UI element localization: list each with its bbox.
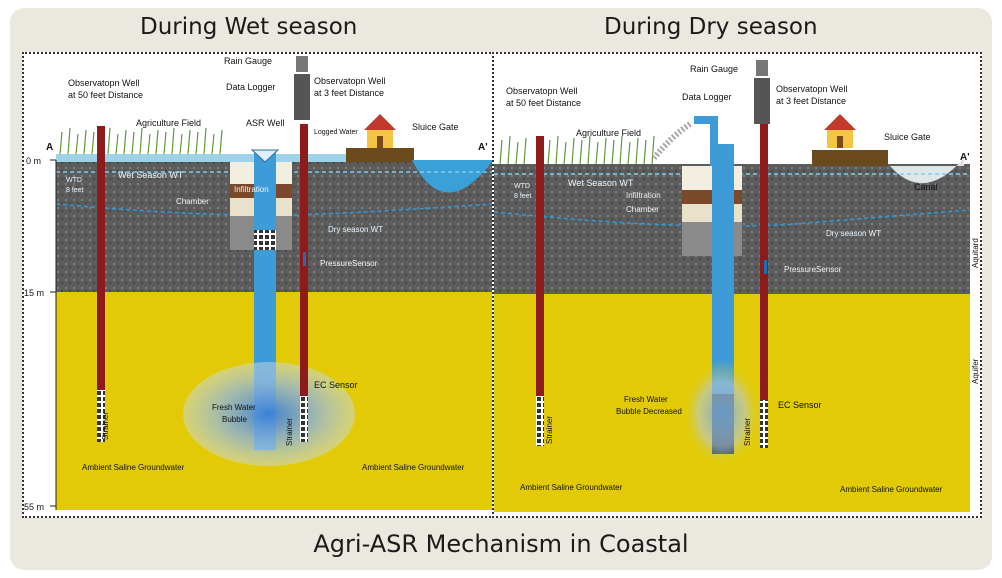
pressure-sensor-marker: [303, 252, 306, 266]
house-icon: [824, 114, 856, 148]
dry-season-wt-line: [55, 203, 492, 216]
rain-gauge-label: Rain Gauge: [224, 56, 272, 66]
infiltration-label-2: Chamber: [176, 197, 209, 206]
wtd-label-2: 8 feet: [514, 193, 532, 200]
ec-sensor-label: EC Sensor: [778, 400, 822, 410]
infiltration-label-1: Infiltration: [234, 185, 269, 194]
saline-groundwater-right: Ambient Saline Groundwater: [840, 485, 943, 494]
pressure-sensor-marker: [764, 260, 767, 274]
ec-sensor-label: EC Sensor: [314, 380, 358, 390]
agriculture-crops: [499, 135, 655, 165]
sluice-gate-label: Sluice Gate: [412, 122, 459, 132]
strainer-label-asr: Strainer: [285, 418, 294, 446]
house-icon: [364, 114, 396, 148]
section-marker-a-prime: A': [478, 142, 488, 153]
fresh-water-label-1: Fresh Water: [212, 403, 256, 412]
section-marker-a-prime: A': [960, 152, 970, 163]
saline-groundwater-left: Ambient Saline Groundwater: [520, 483, 623, 492]
wtd-label-1: WTD: [514, 183, 530, 190]
saline-groundwater-right: Ambient Saline Groundwater: [362, 463, 465, 472]
fresh-water-label-1: Fresh Water: [624, 395, 668, 404]
dry-season-title: During Dry season: [604, 14, 818, 40]
infiltration-label-1: Infiltration: [626, 191, 661, 200]
canal-water: [412, 160, 492, 193]
asr-well-label: ASR Well: [246, 118, 284, 128]
pressure-sensor-label: PressureSensor: [784, 265, 842, 274]
fresh-water-label-2: Bubble Decreased: [616, 407, 682, 416]
aquifer-label-right: Aquifer: [971, 358, 980, 384]
pumped-water: [651, 121, 692, 160]
obs-well-3ft-label-1: Observatopn Well: [776, 84, 847, 94]
depth-55m: 55 m: [24, 502, 44, 512]
wet-season-panel: 0 m 15 m 55 m A A' Rain Gauge Data Logge…: [22, 52, 494, 518]
dry-season-diagram: A' Rain Gauge Data Logger Observatopn We…: [494, 54, 980, 512]
dry-season-wt-label: Dry season WT: [328, 225, 383, 234]
surface-water: [56, 154, 366, 162]
strainer-label-left: Strainer: [101, 412, 110, 440]
strainer-label-asr: Strainer: [743, 418, 752, 446]
rain-gauge-label: Rain Gauge: [690, 64, 738, 74]
observation-well-3ft: [760, 124, 768, 448]
wet-season-diagram: 0 m 15 m 55 m A A' Rain Gauge Data Logge…: [24, 54, 492, 512]
observation-well-50ft: [536, 136, 544, 446]
depth-0m: 0 m: [26, 156, 41, 166]
pressure-sensor-label: PressureSensor: [320, 259, 378, 268]
fresh-water-bubble-decreased: [682, 360, 762, 468]
fresh-water-bubble: [183, 362, 355, 466]
canal-empty: [890, 158, 964, 184]
observation-well-50ft: [97, 126, 105, 442]
agriculture-field-label: Agriculture Field: [576, 128, 641, 138]
sluice-gate-bank: [346, 148, 414, 162]
wtd-label-1: WTD: [66, 177, 82, 184]
wtd-label-2: 8 feet: [66, 187, 84, 194]
rain-gauge-icon: [296, 56, 308, 72]
obs-well-50ft-label-2: at 50 feet Distance: [506, 98, 581, 108]
data-logger-box: [294, 74, 310, 120]
wet-season-wt-label: Wet Season WT: [568, 178, 634, 188]
logged-water-label: Logged Water: [314, 129, 358, 136]
sluice-gate-bank: [812, 150, 888, 166]
wet-season-title: During Wet season: [140, 14, 358, 40]
agriculture-crops: [59, 127, 223, 155]
obs-well-50ft-label-1: Observatopn Well: [506, 86, 577, 96]
obs-well-3ft-label-2: at 3 feet Distance: [776, 96, 846, 106]
strainer-label-left: Strainer: [545, 416, 554, 444]
data-logger-label: Data Logger: [226, 82, 276, 92]
agriculture-field-label: Agriculture Field: [136, 118, 201, 128]
dry-season-wt-label: Dry season WT: [826, 229, 881, 238]
obs-well-50ft-label-2: at 50 feet Distance: [68, 90, 143, 100]
data-logger-label: Data Logger: [682, 92, 732, 102]
aquitard-label-right: Aquitard: [971, 238, 980, 268]
dry-season-wt-line: [494, 209, 971, 228]
dry-season-panel: A' Rain Gauge Data Logger Observatopn We…: [492, 52, 982, 518]
rain-gauge-icon: [756, 60, 768, 76]
data-logger-box: [754, 78, 770, 124]
obs-well-3ft-label-1: Observatopn Well: [314, 76, 385, 86]
depth-15m: 15 m: [24, 288, 44, 298]
canal-label: Canal: [914, 182, 938, 192]
observation-well-3ft: [300, 124, 308, 442]
saline-groundwater-left: Ambient Saline Groundwater: [82, 463, 185, 472]
section-marker-a: A: [46, 142, 53, 153]
fresh-water-label-2: Bubble: [222, 415, 247, 424]
infiltration-label-2: Chamber: [626, 205, 659, 214]
figure-caption: Agri-ASR Mechanism in Coastal: [313, 530, 689, 558]
obs-well-50ft-label-1: Observatopn Well: [68, 78, 139, 88]
obs-well-3ft-label-2: at 3 feet Distance: [314, 88, 384, 98]
sluice-gate-label: Sluice Gate: [884, 132, 931, 142]
wet-season-wt-label: Wet Season WT: [118, 170, 184, 180]
